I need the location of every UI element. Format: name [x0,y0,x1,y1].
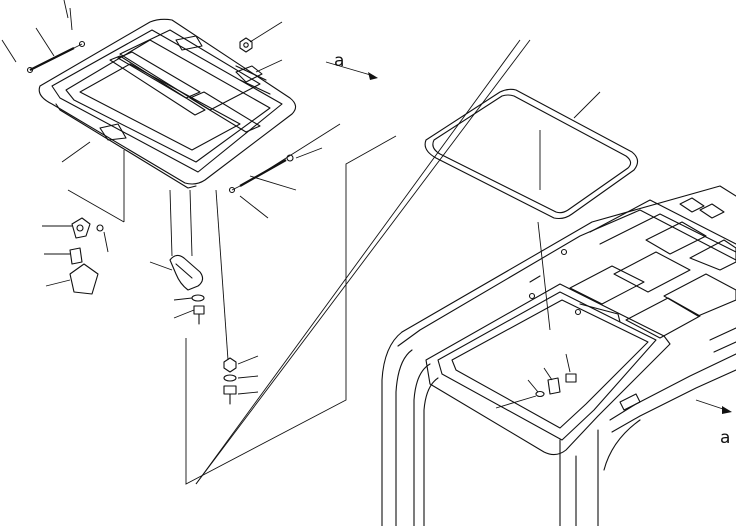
leader [249,21,283,43]
leader [239,195,269,219]
handle-icon [149,189,204,291]
view-label-a-top: a [334,51,344,71]
leader [35,27,55,57]
assembly-leader [185,135,397,485]
washer-bolt-handle [173,294,205,325]
leader [255,59,283,73]
nut-icon [239,37,253,53]
leader [295,147,323,159]
gas-strut-left [26,40,86,74]
latch-parts [495,130,577,409]
gas-strut-right [228,154,294,194]
fastener-stack-right [215,189,259,405]
leader [69,7,73,31]
roof-hatch-panel [38,18,297,189]
cab-roof-frame [381,185,736,526]
leader [63,0,69,19]
lock-latch-assembly [42,150,125,295]
view-label-a-bottom: a [720,428,730,448]
view-arrow-a-top: a [325,51,378,80]
hatch-seal-gasket [424,88,639,220]
pad-icon [235,65,263,83]
leader [1,39,17,63]
view-arrow-a-bottom: a [695,399,732,448]
assembly-leader [263,123,341,173]
leader [249,175,297,191]
leader [61,141,91,163]
